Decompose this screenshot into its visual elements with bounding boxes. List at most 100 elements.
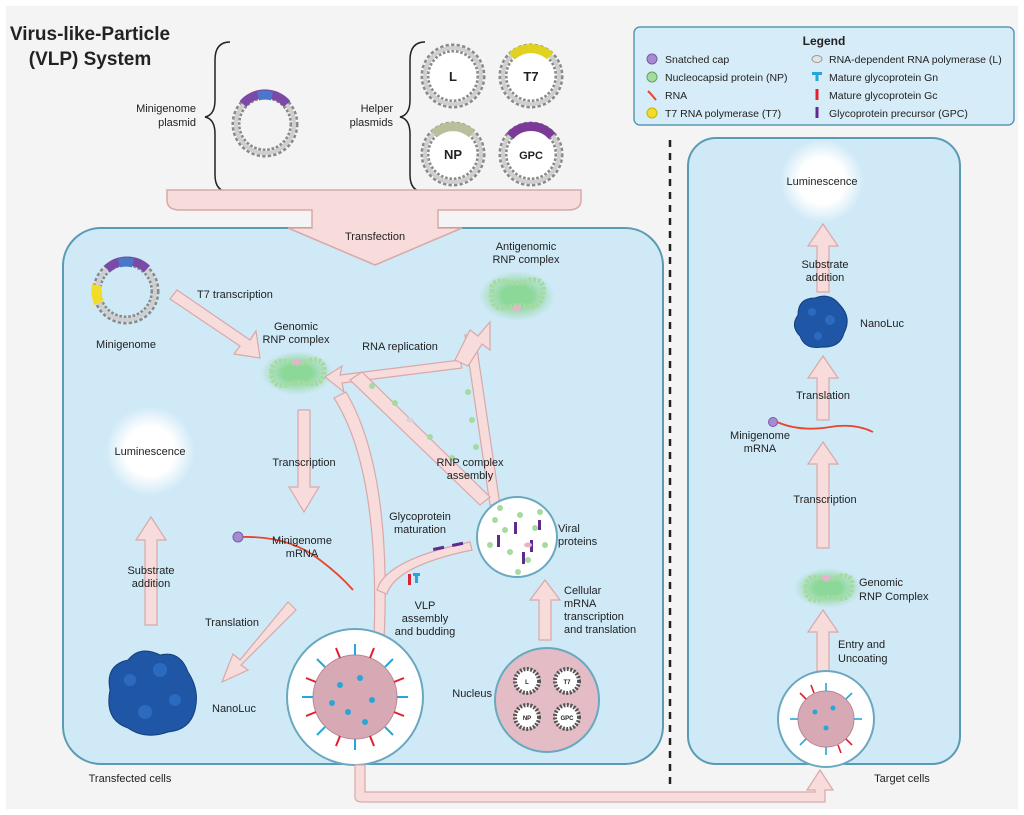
rna-replication-label: RNA replication xyxy=(362,341,438,353)
mrna-strand-right xyxy=(776,421,874,433)
minigenome xyxy=(91,256,160,325)
nucleus: L T7 NP GPC xyxy=(494,647,600,753)
entry-label-2: Uncoating xyxy=(838,653,888,665)
rnp-assembly-path-diagonal xyxy=(349,371,491,506)
substrate-addition-arrow xyxy=(134,515,168,626)
cellular-label-1: Cellular xyxy=(564,585,602,597)
substrate-label-1: Substrate xyxy=(127,565,174,577)
substrate-label-right-1: Substrate xyxy=(801,259,848,271)
minigenome-mrna-label-right-1: Minigenome xyxy=(730,430,790,442)
luminescence-glow xyxy=(780,139,864,223)
bracket xyxy=(399,41,426,193)
title-line-1: Virus-like-Particle xyxy=(10,24,170,45)
transfected-cells-label: Transfected cells xyxy=(89,773,172,785)
plasmid-t7: T7 xyxy=(498,43,564,109)
antigenomic-rnp-label-1: Antigenomic xyxy=(496,241,557,253)
nucleus-plasmid-np-label: NP xyxy=(523,716,531,722)
translation-label-right: Translation xyxy=(796,390,850,402)
substrate-label-right-2: addition xyxy=(806,272,845,284)
viral-proteins xyxy=(476,496,558,578)
luminescence-label-right: Luminescence xyxy=(787,176,858,188)
cellular-translation-arrow xyxy=(528,579,562,641)
minigenome-plasmid-label-1: Minigenome xyxy=(136,103,196,115)
legend-item-label: Mature glycoprotein Gc xyxy=(829,90,938,102)
vlp-transfer-arrow xyxy=(354,764,835,803)
nucleus-label: Nucleus xyxy=(452,688,492,700)
vlp-label-2: assembly xyxy=(402,613,449,625)
t7-transcription-arrow xyxy=(169,289,261,359)
nanoluc-label-right: NanoLuc xyxy=(860,318,905,330)
cellular-label-4: and translation xyxy=(564,624,636,636)
viral-proteins-label-1: Viral xyxy=(558,523,580,535)
bracket xyxy=(204,41,231,193)
cellular-label-2: mRNA xyxy=(564,598,597,610)
plasmid-t7-label: T7 xyxy=(523,69,538,84)
genomic-rnp-label-1: Genomic xyxy=(274,321,319,333)
glycoprotein-gc-icon xyxy=(815,89,819,100)
legend: Legend Snatched cap Nucleocapsid protein… xyxy=(633,26,1015,126)
mrna-strand xyxy=(242,536,354,591)
rna-icon xyxy=(647,90,657,101)
nucleus-plasmid-l-label: L xyxy=(525,680,529,686)
minigenome-plasmid-label-2: plasmid xyxy=(158,117,196,129)
legend-item-label: Nucleocapsid protein (NP) xyxy=(665,72,788,84)
nucleus-plasmid-gpc-label: GPC xyxy=(560,716,574,722)
transfection-label: Transfection xyxy=(345,231,405,243)
t7-polymerase-icon xyxy=(646,107,658,119)
helper-plasmids: Helper plasmids L T7 NP GPC xyxy=(350,41,564,193)
legend-item-label: Snatched cap xyxy=(665,54,729,66)
nanoluc-protein xyxy=(108,650,197,736)
vlp-label-3: and budding xyxy=(395,626,456,638)
nanoluc-protein-right xyxy=(794,295,848,348)
rnp-assembly-label-1: RNP complex xyxy=(436,457,504,469)
entry-label-1: Entry and xyxy=(838,639,885,651)
antigenomic-rnp-complex xyxy=(479,271,555,321)
antigenomic-rnp-label-2: RNP complex xyxy=(492,254,560,266)
legend-item-label: Glycoprotein precursor (GPC) xyxy=(829,108,968,120)
legend-item-label: RNA-dependent RNA polymerase (L) xyxy=(829,54,1002,66)
plasmid-l: L xyxy=(420,43,486,109)
genomic-rnp-label-right-2: RNP Complex xyxy=(859,591,929,603)
plasmid-np: NP xyxy=(420,121,486,187)
transcription-arrow xyxy=(287,409,321,514)
transcription-arrow-right xyxy=(806,440,840,549)
transcription-label-right: Transcription xyxy=(793,494,856,506)
transfection-arrow xyxy=(166,189,582,266)
helper-plasmids-label-2: plasmids xyxy=(350,117,394,129)
plasmid-gpc-label: GPC xyxy=(519,150,543,162)
minigenome-mrna-label-1: Minigenome xyxy=(272,535,332,547)
snatched-cap-icon xyxy=(768,417,778,427)
title-line-2: (VLP) System xyxy=(29,49,151,70)
translation-arrow xyxy=(220,601,297,684)
minigenome-mrna-label-2: mRNA xyxy=(286,548,319,560)
luminescence-glow xyxy=(105,406,195,496)
viral-proteins-label-2: proteins xyxy=(558,536,598,548)
vlp-particle-right xyxy=(777,670,875,768)
polymerase-l-icon xyxy=(811,55,823,63)
rnp-assembly-label-2: assembly xyxy=(447,470,494,482)
glyco-maturation-label-1: Glycoprotein xyxy=(389,511,451,523)
snatched-cap-icon xyxy=(646,53,658,65)
nucleocapsid-icon xyxy=(646,71,658,83)
substrate-label-2: addition xyxy=(132,578,171,590)
to-antigenomic-arrow xyxy=(454,320,491,367)
np-dots xyxy=(369,383,479,461)
minigenome-plasmid: Minigenome plasmid xyxy=(136,41,299,193)
translation-label: Translation xyxy=(205,617,259,629)
translation-arrow-right xyxy=(806,354,840,421)
genomic-rnp-label-2: RNP complex xyxy=(262,334,330,346)
target-cells-label: Target cells xyxy=(874,773,930,785)
nucleus-plasmid-t7-label: T7 xyxy=(563,680,571,686)
transcription-label: Transcription xyxy=(272,457,335,469)
genomic-rnp-complex xyxy=(261,351,333,395)
genomic-rnp-label-right-1: Genomic xyxy=(859,577,904,589)
glycoprotein-gn-icon xyxy=(812,72,822,75)
cellular-label-3: transcription xyxy=(564,611,624,623)
glyco-maturation-label-2: maturation xyxy=(394,524,446,536)
snatched-cap-icon xyxy=(232,531,244,543)
legend-item-label: T7 RNA polymerase (T7) xyxy=(665,108,781,120)
vlp-particle xyxy=(286,628,424,766)
luminescence-label: Luminescence xyxy=(115,446,186,458)
